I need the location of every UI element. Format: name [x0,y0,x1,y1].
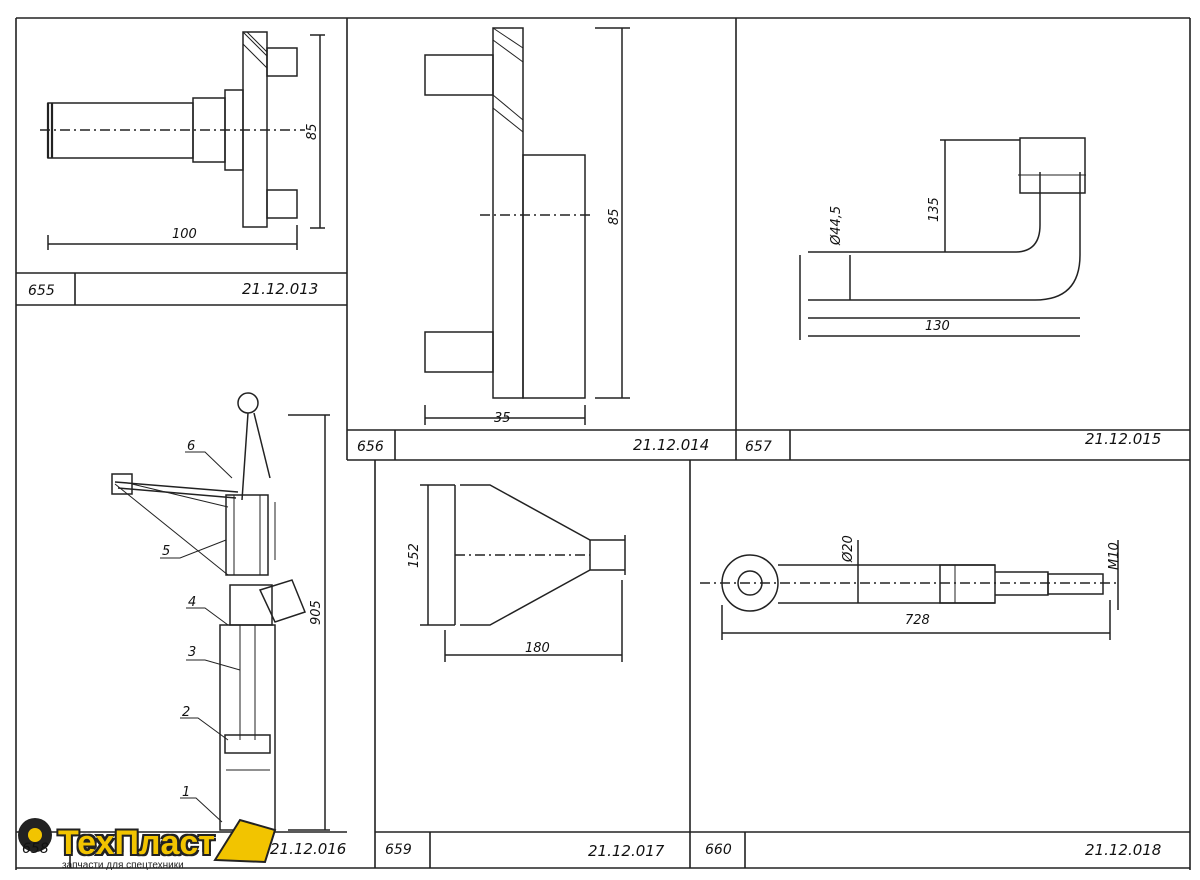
part-657-elbow-drawing [799,137,1086,340]
dimension-655-length: 100 [172,227,197,242]
watermark-tagline: запчасти для спецтехники [62,860,184,871]
dimension-660-diameter: Ø20 [841,535,856,562]
dimension-656-height: 85 [607,208,622,225]
part-660-rod-drawing [700,540,1120,640]
drawing-code-656: 21.12.014 [633,436,710,454]
part-655-shaft-drawing [40,31,325,250]
dimension-657-diameter: Ø44,5 [829,205,844,245]
dimension-659-length: 180 [525,641,550,656]
panel-number-660: 660 [705,842,732,858]
dimension-660-length: 728 [905,613,930,628]
callout-part-5: 5 [162,544,171,559]
dimension-658-height: 905 [309,600,324,625]
panel-frame-lines [15,17,1191,870]
stamp-655 [16,272,347,305]
panel-number-658: 658 [22,841,49,857]
drawing-code-658: 21.12.016 [270,840,347,858]
drawing-code-655: 21.12.013 [242,280,319,298]
part-658-pump-drawing [111,392,330,831]
dimension-657-height: 135 [927,197,942,222]
stamp-659 [375,831,690,868]
dimension-655-height: 85 [305,123,320,140]
dimension-656-width: 35 [494,411,511,426]
panel-number-657: 657 [745,439,772,455]
callout-part-6: 6 [187,439,196,454]
callout-part-1: 1 [182,785,191,800]
logo-graphic [18,818,277,864]
drawing-code-657: 21.12.015 [1085,430,1162,448]
callout-part-4: 4 [188,595,197,610]
panel-number-659: 659 [385,842,412,858]
panel-number-655: 655 [28,283,55,299]
dimension-660-thread: M10 [1107,542,1122,570]
part-656-plate-drawing [424,27,630,425]
stamp-658 [16,831,347,868]
drawing-code-659: 21.12.017 [588,842,665,860]
callout-part-2: 2 [182,705,191,720]
stamp-657 [736,429,1190,460]
stamp-660 [690,831,1190,868]
part-659-funnel-drawing [420,484,626,662]
watermark-brand: ТехПласт [58,824,215,862]
drawing-code-660: 21.12.018 [1085,841,1162,859]
panel-number-656: 656 [357,439,384,455]
dimension-657-length: 130 [925,319,950,334]
dimension-659-height: 152 [407,543,422,568]
stamp-656 [347,429,736,460]
callout-part-3: 3 [188,645,197,660]
